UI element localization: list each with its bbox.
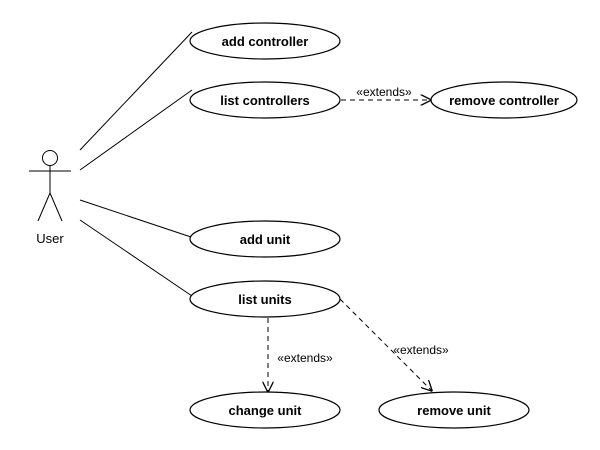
- association-list-controllers: [79, 89, 193, 171]
- use-case-label: add controller: [222, 34, 309, 49]
- use-case-shape: [189, 280, 341, 318]
- use-case-remove-unit[interactable]: remove unit: [378, 391, 530, 429]
- use-case-shape: [378, 391, 530, 429]
- use-case-list-controllers[interactable]: list controllers: [189, 81, 341, 119]
- association-list-units: [79, 219, 193, 297]
- actor-user[interactable]: User: [29, 150, 71, 247]
- use-case-label: list units: [238, 292, 291, 307]
- association-add-unit: [79, 199, 192, 238]
- use-case-remove-controller[interactable]: remove controller: [430, 81, 578, 119]
- use-case-add-controller[interactable]: add controller: [189, 22, 341, 60]
- use-case-shape: [189, 22, 341, 60]
- use-case-add-unit[interactable]: add unit: [189, 220, 341, 258]
- use-case-shape: [430, 81, 578, 119]
- use-case-change-unit[interactable]: change unit: [189, 391, 341, 429]
- use-case-shape: [189, 81, 341, 119]
- extends-arrow-remove-unit: [339, 298, 432, 391]
- stick-figure-icon: [29, 150, 71, 222]
- extends-label-change-unit: «extends»: [277, 351, 333, 365]
- use-case-shape: [189, 220, 341, 258]
- actor-label: User: [36, 231, 64, 246]
- association-add-controller: [79, 31, 193, 151]
- use-case-label: change unit: [229, 403, 303, 418]
- use-case-list-units[interactable]: list units: [189, 280, 341, 318]
- use-case-label: add unit: [240, 232, 291, 247]
- extends-label-remove-unit: «extends»: [393, 343, 449, 357]
- use-case-label: list controllers: [220, 93, 310, 108]
- use-case-shape: [189, 391, 341, 429]
- use-case-label: remove controller: [449, 93, 559, 108]
- use-case-label: remove unit: [417, 403, 491, 418]
- extends-label-remove-controller: «extends»: [356, 85, 412, 99]
